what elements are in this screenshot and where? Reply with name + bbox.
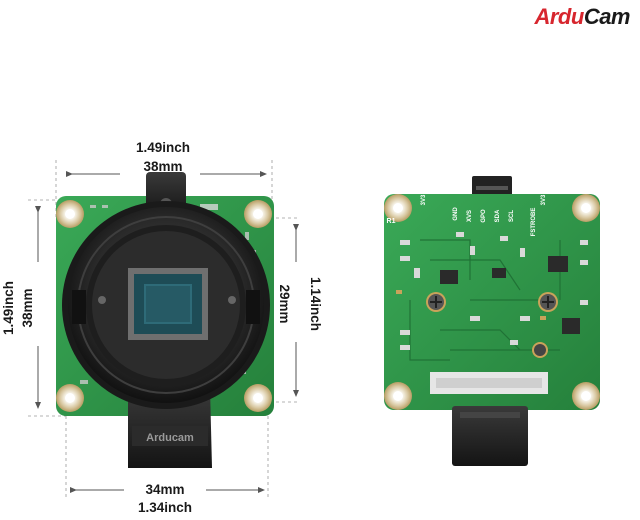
mounting-hole-icon (56, 200, 272, 412)
lens-mount-brand: Arducam (146, 432, 194, 444)
left-height-mm-label: 38mm (20, 288, 35, 328)
top-width-inch-label: 1.49inch (135, 140, 191, 155)
mounting-hole-icon (384, 194, 600, 410)
front-board-group: Arducam (28, 160, 300, 500)
top-width-mm-label: 38mm (143, 159, 183, 174)
bottom-hole-inch-label: 1.34inch (137, 500, 193, 515)
back-board-group (384, 176, 600, 466)
left-height-inch-label: 1.49inch (1, 280, 16, 336)
right-hole-inch-label: 1.14inch (308, 276, 323, 332)
right-hole-mm-label: 29mm (277, 284, 292, 324)
logo-part-ardu: Ardu (534, 4, 584, 29)
rear-housing (452, 406, 528, 466)
bottom-hole-mm-label: 34mm (145, 482, 185, 497)
arducam-logo: ArduCam (534, 4, 630, 30)
back-pcb (384, 194, 600, 410)
screw-icons (426, 292, 558, 358)
logo-part-cam: Cam (583, 4, 631, 29)
